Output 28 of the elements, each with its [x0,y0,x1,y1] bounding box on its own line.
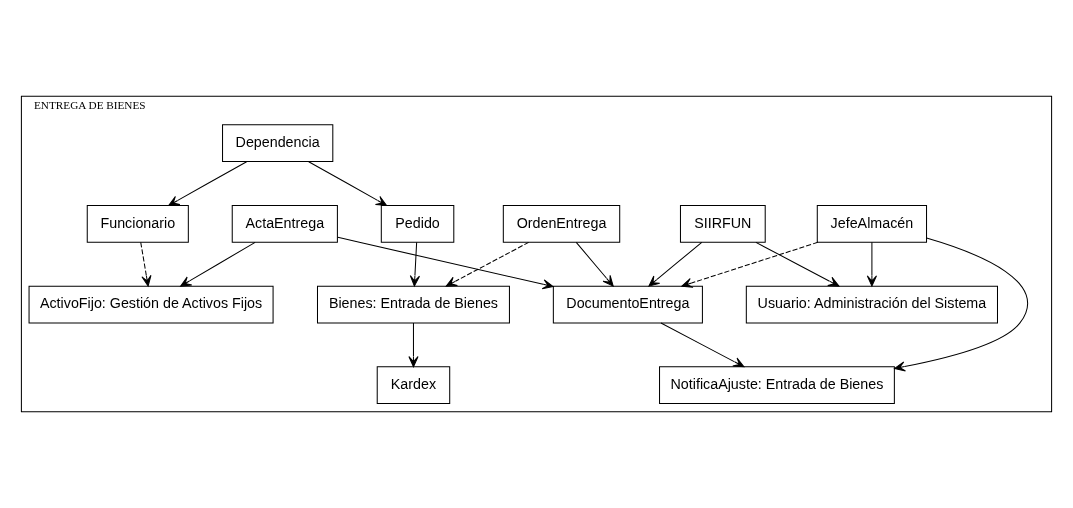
arrow [308,161,388,206]
arrow [168,161,248,206]
arrow [408,322,419,368]
arrow [681,241,819,288]
node-box: OrdenEntrega [502,205,621,243]
arrow [575,241,614,287]
arrow [180,241,256,287]
node-box: DocumentoEntrega [552,285,703,324]
arrow [866,241,877,287]
node-box: Kardex [376,366,451,405]
arrow [894,237,1029,372]
node-box: Pedido [380,205,455,243]
node-box: SIIRFUN [679,205,766,243]
arrow [140,241,152,287]
node-box: JefeAlmacén [816,205,928,243]
node-box: ActaEntrega [231,205,338,243]
arrow [648,241,703,287]
node-box: NotificaAjuste: Entrada de Bienes [659,366,895,405]
arrow [445,241,530,287]
node-box: Bienes: Entrada de Bienes [317,285,510,324]
node-box: Usuario: Administración del Sistema [745,285,998,324]
arrow [337,236,554,290]
arrow [409,241,420,287]
arrow [660,322,745,368]
node-box: Funcionario [86,205,189,243]
node-box: ActivoFijo: Gestión de Activos Fijos [28,285,274,324]
node-box: Dependencia [222,124,334,163]
arrow [755,241,840,287]
